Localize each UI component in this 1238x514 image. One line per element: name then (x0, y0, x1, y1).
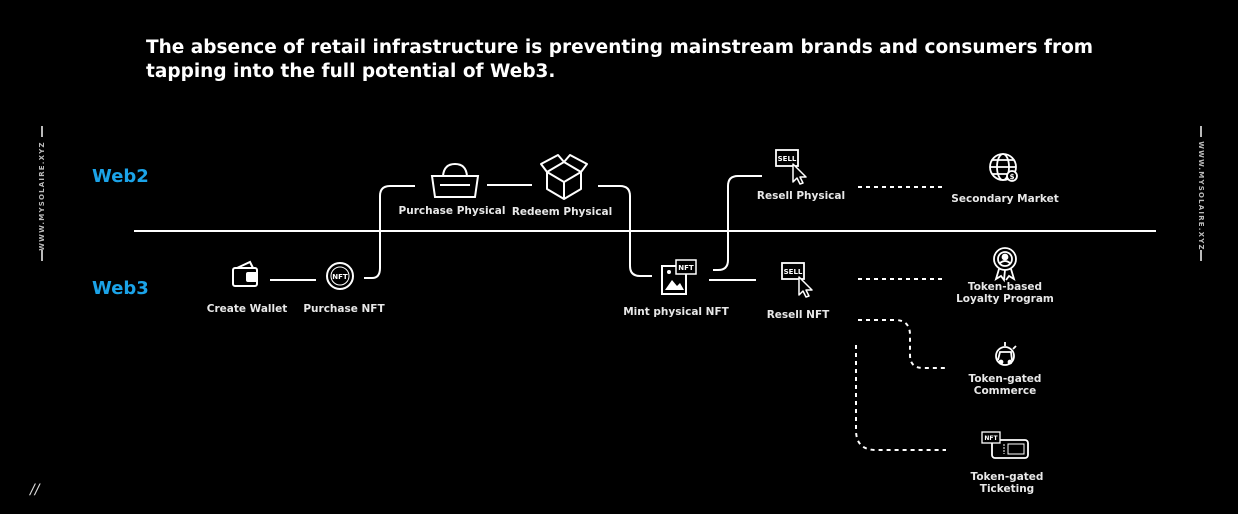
ticket-nft-text: NFT (984, 435, 998, 442)
sell-cursor-icon-physical: SELL (775, 149, 807, 185)
label-commerce-line2: Commerce (973, 385, 1037, 397)
ticket-icon: NFT (981, 431, 1029, 459)
sell-text-nft: SELL (784, 268, 803, 276)
label-purchase-physical: Purchase Physical (398, 205, 506, 217)
box-icon (540, 154, 588, 200)
shopping-cart-icon (995, 342, 1017, 366)
label-create-wallet: Create Wallet (206, 303, 288, 315)
page-title: The absence of retail infrastructure is … (146, 37, 1094, 82)
svg-text:$: $ (1010, 173, 1015, 181)
lane-label-web2: Web2 (92, 166, 149, 187)
label-loyalty-line1: Token-based (967, 281, 1043, 293)
label-token-gated-ticketing: Token-gated Ticketing (971, 471, 1044, 495)
globe-icon: $ (989, 153, 1018, 182)
label-purchase-nft: Purchase NFT (303, 303, 385, 315)
sell-text-physical: SELL (778, 155, 797, 163)
sell-cursor-icon-nft: SELL (781, 262, 813, 298)
label-mint-physical-nft: Mint physical NFT (623, 306, 729, 318)
nft-coin-icon: NFT (326, 262, 354, 290)
wallet-icon (232, 260, 258, 287)
label-redeem-physical: Redeem Physical (511, 206, 613, 218)
corner-mark: // (30, 482, 40, 498)
nft-image-icon: NFT (661, 259, 697, 295)
label-secondary-market: Secondary Market (951, 193, 1059, 205)
label-commerce-line1: Token-gated (968, 373, 1042, 385)
dashed-connectors (855, 186, 946, 451)
shopping-bag-icon (430, 162, 480, 198)
nft-badge-text: NFT (678, 264, 694, 272)
side-url-left: WWW.MYSOLAIRE.XYZ (38, 141, 46, 251)
label-token-gated-commerce: Token-gated Commerce (969, 373, 1042, 397)
label-loyalty-program: Token-based Loyalty Program (956, 281, 1054, 305)
solid-connectors (270, 175, 762, 281)
label-ticketing-line1: Token-gated (970, 471, 1044, 483)
side-url-right: WWW.MYSOLAIRE.XYZ (1197, 141, 1205, 251)
lane-label-web3: Web3 (92, 278, 149, 299)
label-resell-physical: Resell Physical (756, 190, 846, 202)
label-ticketing-line2: Ticketing (979, 483, 1035, 495)
side-ticks (41, 126, 1202, 261)
award-badge-icon (993, 247, 1017, 283)
label-resell-nft: Resell NFT (766, 309, 830, 321)
label-loyalty-line2: Loyalty Program (956, 293, 1054, 305)
nft-coin-text: NFT (332, 273, 348, 281)
